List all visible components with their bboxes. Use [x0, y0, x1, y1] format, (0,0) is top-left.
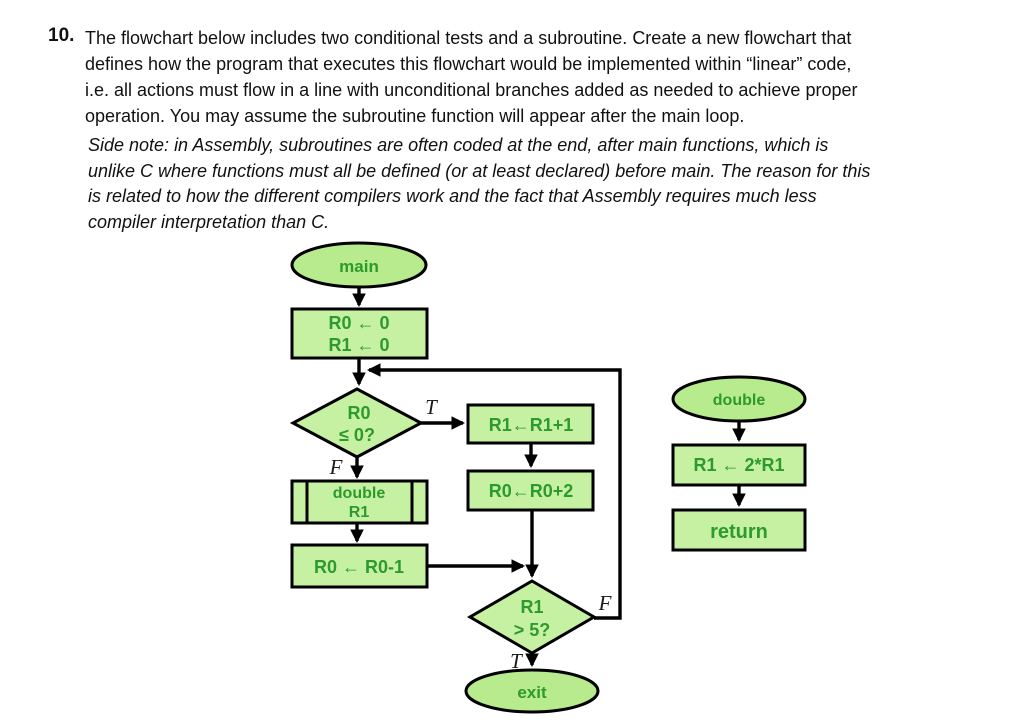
side-note-line: Side note: in Assembly, subroutines are …	[88, 135, 829, 155]
node-exit: exit	[464, 668, 600, 714]
question-line: The flowchart below includes two conditi…	[85, 28, 852, 48]
node-label: R0 ← 0	[328, 313, 389, 333]
node-label: double	[333, 485, 386, 502]
connector-loopback-false-branch	[366, 363, 622, 620]
question-number: 10.	[48, 25, 75, 46]
node-double-start: double	[671, 375, 807, 423]
node-subroutine-call-double: double R1	[290, 479, 429, 525]
question-line: defines how the program that executes th…	[85, 54, 852, 74]
node-label: R0←R0+2	[489, 481, 574, 501]
node-increment-r1: R1←R1+1	[466, 403, 595, 445]
node-double-operation: R1 ← 2*R1	[671, 443, 807, 487]
node-condition-r1: R1 > 5?	[467, 579, 597, 655]
node-label: ≤ 0?	[339, 425, 375, 445]
node-label: R0 ← R0-1	[314, 557, 404, 577]
node-increment-r0: R0←R0+2	[466, 469, 595, 512]
node-label: R0	[347, 403, 370, 423]
process-box	[466, 403, 595, 445]
terminator-ellipse	[464, 668, 600, 714]
node-main-start: main	[290, 241, 428, 289]
decision-diamond	[467, 579, 597, 655]
branch-label-false: F	[329, 455, 343, 479]
node-label: exit	[517, 683, 547, 702]
process-box	[671, 443, 807, 487]
process-box	[290, 307, 429, 360]
node-condition-r0: R0 ≤ 0?	[289, 387, 425, 459]
node-init-registers: R0 ← 0 R1 ← 0	[290, 307, 429, 360]
node-label: > 5?	[514, 620, 551, 640]
node-label: main	[339, 257, 379, 276]
side-note-line: compiler interpretation than C.	[88, 211, 330, 232]
question-text: The flowchart below includes two conditi…	[85, 25, 1015, 129]
process-box	[466, 469, 595, 512]
node-label: R1 ← 2*R1	[693, 455, 784, 475]
branch-label-true: T	[425, 395, 438, 419]
node-double-return: return	[671, 508, 807, 552]
side-note: Side note: in Assembly, subroutines are …	[88, 133, 1018, 235]
node-label: double	[713, 392, 766, 409]
node-label: return	[710, 521, 768, 543]
question-line: operation. You may assume the subroutine…	[85, 106, 745, 126]
side-note-line: unlike C where functions must all be def…	[88, 160, 871, 181]
branch-label-true: T	[510, 649, 523, 673]
node-decrement-r0: R0 ← R0-1	[290, 543, 429, 589]
question-line: i.e. all actions must flow in a line wit…	[85, 80, 858, 100]
terminator-ellipse	[290, 241, 428, 289]
process-box	[671, 508, 807, 552]
node-label: R1	[349, 504, 370, 521]
process-box	[290, 543, 429, 589]
node-label: R1 ← 0	[328, 335, 389, 355]
node-label: R1←R1+1	[489, 415, 574, 435]
node-label: R1	[520, 597, 543, 617]
predefined-process-box	[290, 479, 429, 525]
branch-label-false: F	[598, 591, 612, 615]
terminator-ellipse	[671, 375, 807, 423]
decision-diamond	[289, 387, 425, 459]
side-note-line: is related to how the different compiler…	[88, 186, 817, 206]
